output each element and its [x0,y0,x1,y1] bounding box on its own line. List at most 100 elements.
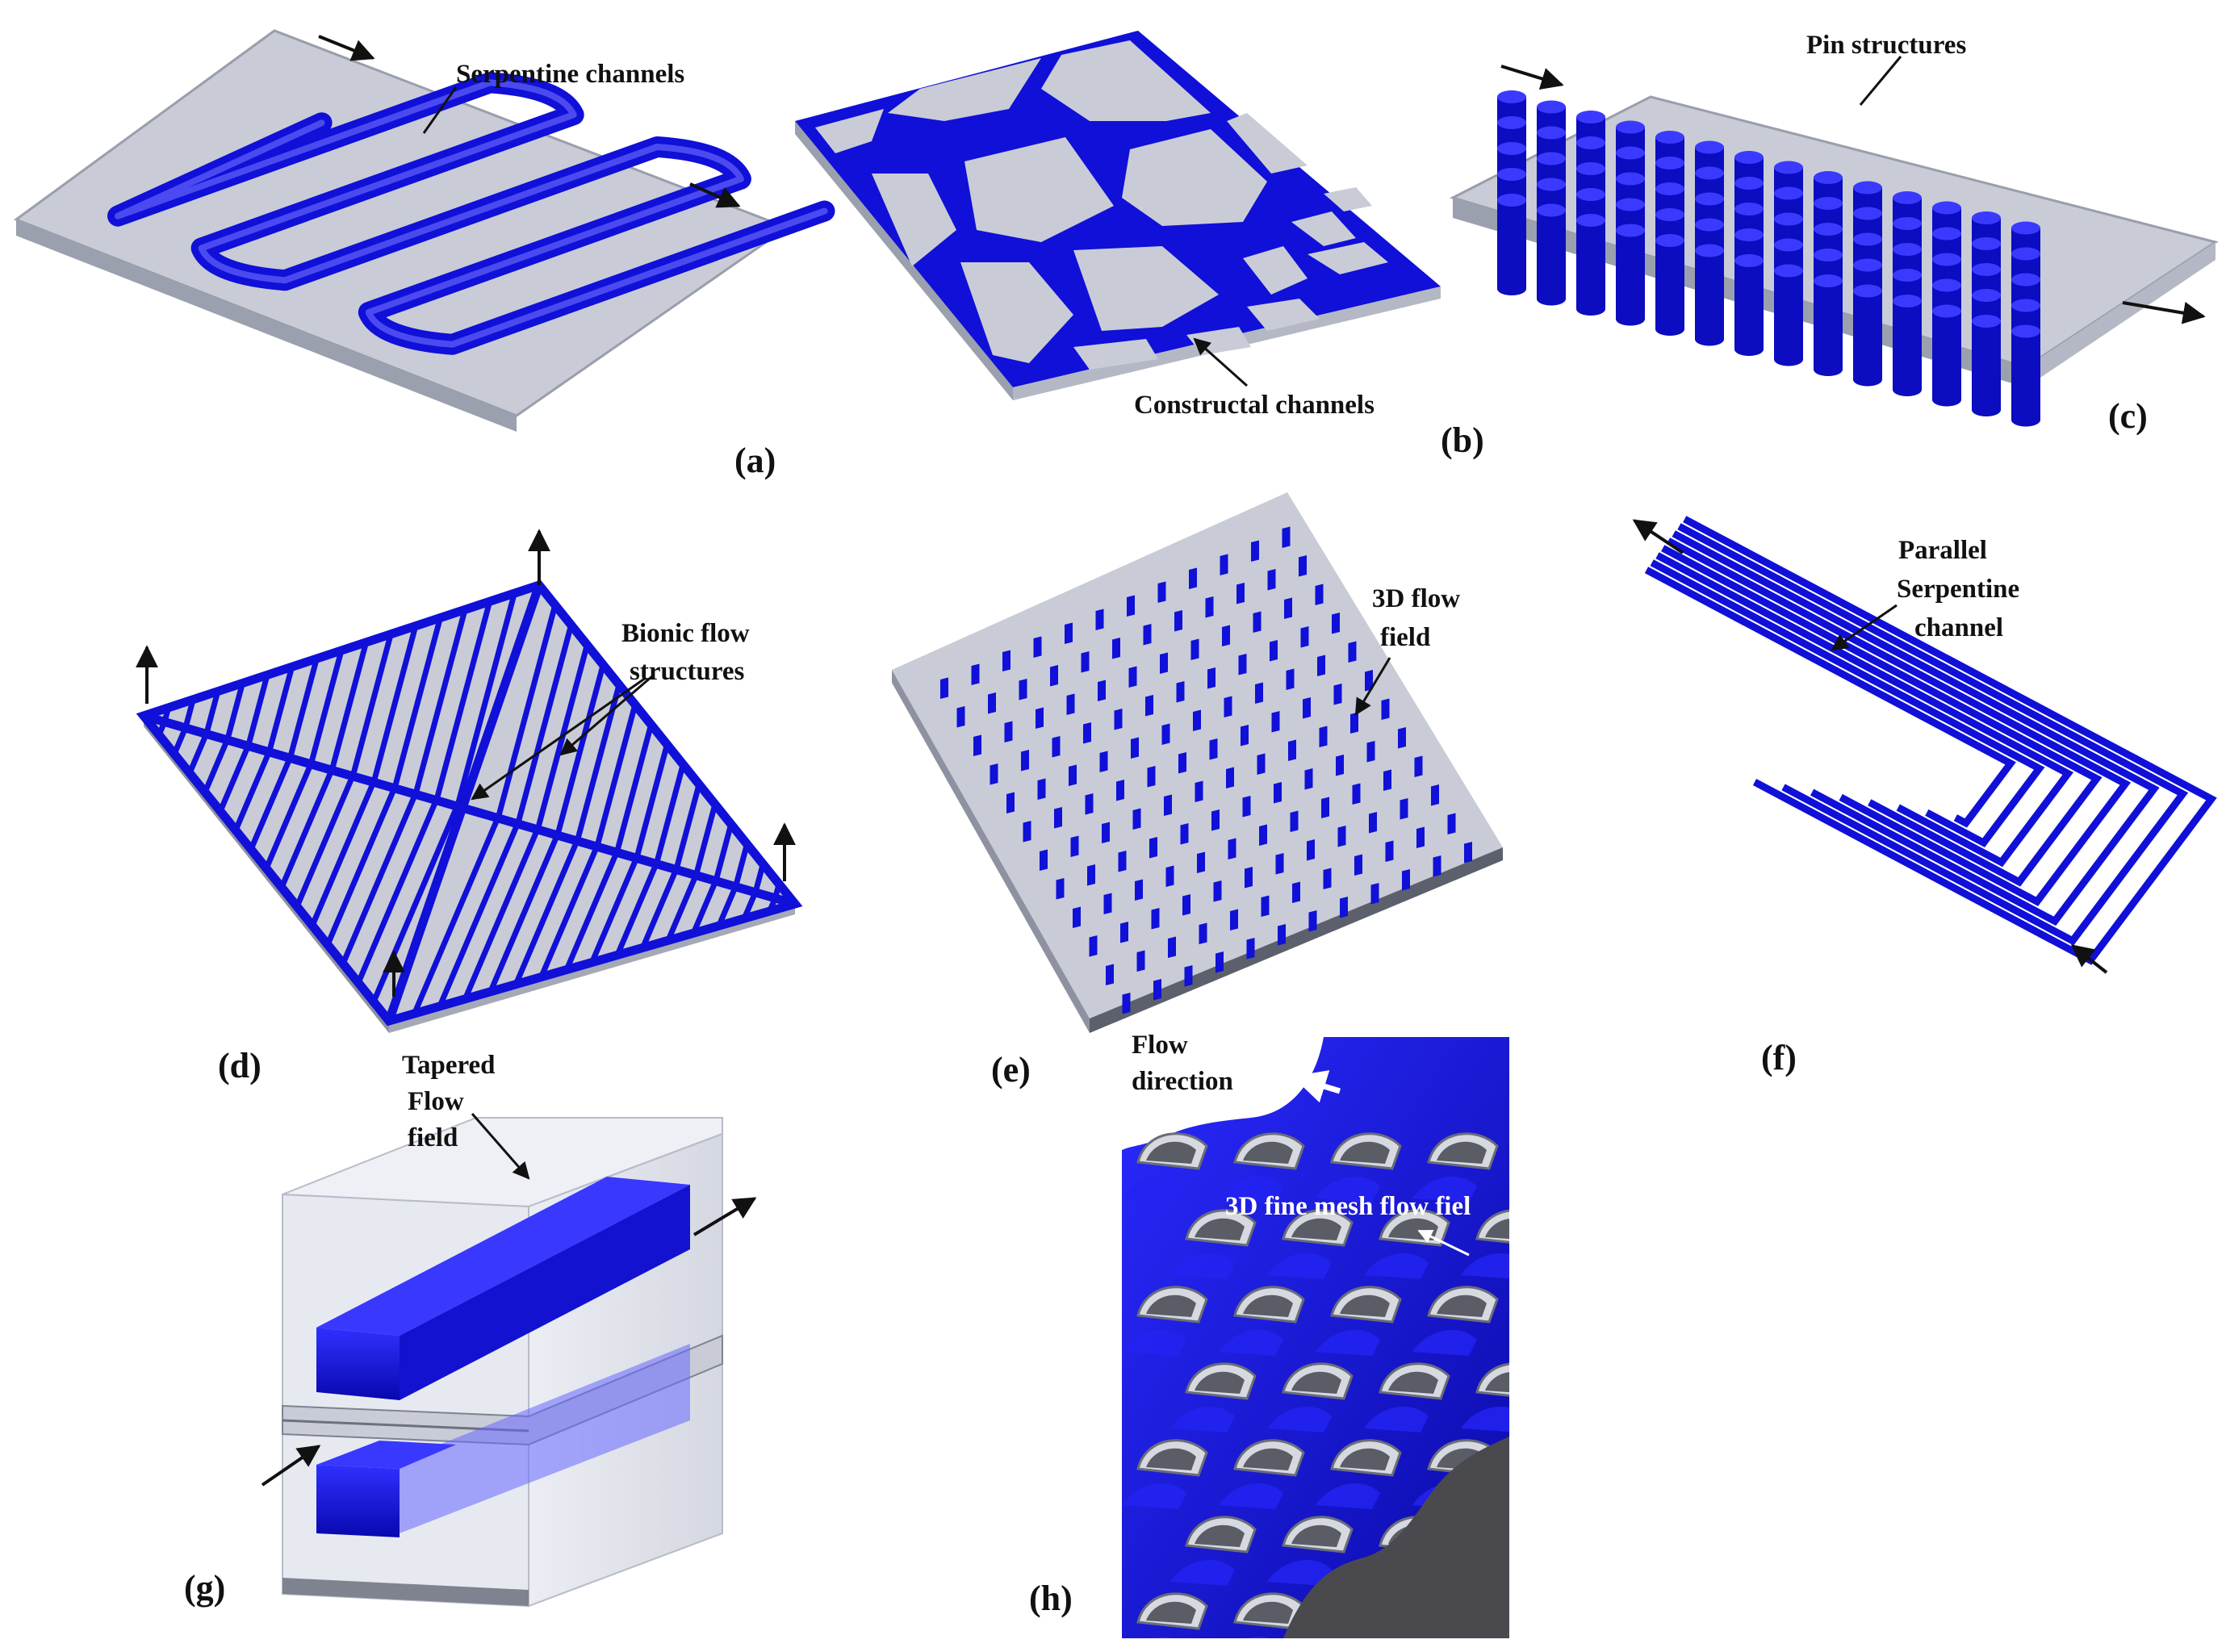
panel-h-mesh-hole-shadow [1146,1141,1196,1164]
panel-h-flow-arrow [1291,1070,1341,1103]
panel-c-pin-top [1537,203,1566,217]
panel-e-slot [1299,555,1307,577]
panel-c-pin-body [2011,331,2040,420]
panel-e-slot [1226,767,1234,789]
panel-g-lower-bar-top [316,1441,456,1469]
panel-g-box-bottom [282,1578,529,1606]
panel-d-stripe [640,867,680,949]
panel-c-pin-top [1497,142,1526,155]
panel-h-mesh-hole-shadow [1340,1141,1390,1164]
panel-d-stripe [665,873,699,942]
panel-c-pin-top [1616,172,1645,186]
panel-c-pin-top [1655,131,1684,144]
panel-e-slot [973,734,981,757]
panel-d-channels [156,592,782,1015]
panel-e-plate-edge [892,670,1090,1033]
panel-c-pin-top [1616,198,1645,211]
panel-h-mesh-ridge [1267,1407,1332,1432]
panel-e-slot [1284,597,1292,619]
panel-e-slot [1122,993,1131,1014]
panel-e-slot [1106,964,1114,986]
panel-c-pin-body [1616,230,1645,320]
panel-h-mesh-ridge [1364,1407,1429,1432]
panel-e-slot [1321,797,1329,818]
panel-h-mesh-hole-shadow [1195,1524,1245,1547]
panel-e-slot [1332,613,1340,634]
panel-c-pin-top [1576,188,1605,201]
panel-e-slot [956,706,965,728]
panel-e-slot [1300,626,1309,648]
panel-e-slot [1056,878,1065,900]
panel-h-mesh-hole-shadow [1243,1448,1293,1470]
panel-a-outlet-arrow [689,182,741,208]
panel-e-slot [1164,794,1172,816]
panel-h-mesh-hole-shadow [1388,1371,1438,1394]
panel-e-slot [1383,769,1391,792]
panel-e-slot [1189,567,1197,590]
panel-c-pin-top [1972,211,2001,224]
panel-e-slot [1400,798,1408,820]
panel-g-annotation-leader [471,1113,530,1180]
panel-a-annotation: Serpentine channels [456,60,684,89]
panel-f-channels [1644,516,2217,965]
panel-e-slot [1414,755,1423,778]
panel-f-channel [1672,530,2160,926]
panel-e-slot [1270,640,1278,662]
panel-h-mesh-ridge [1170,1253,1235,1279]
panel-c-pin-base [1576,303,1605,316]
panel-e-slot [1222,625,1230,647]
panel-e-slot [1019,679,1027,701]
panel-d-diagonal-2 [142,711,797,909]
panel-e-slot [1118,851,1127,872]
panel-e-slot [1205,596,1214,618]
panel-h-top-cutout [1122,1037,1324,1150]
panel-e-slot [1323,868,1332,889]
panel-e-slot [1365,670,1373,692]
panel-c-pin-top [1932,201,1961,215]
panel-c-pin-base [1972,404,2001,416]
panel-h-mesh-ridge [1219,1177,1283,1202]
panel-b-plate [795,31,1441,387]
panel-e-slot [1255,682,1263,705]
panel-h-mesh-ridge [1122,1483,1186,1509]
panel-c-pin-body [1576,220,1605,309]
panel-g-upper-bar-side [400,1185,690,1400]
panel-f-annotation-line2: Serpentine [1897,575,2019,604]
panel-e-slot [1288,739,1296,761]
panel-f-channel [1655,552,2074,868]
panel-c-pin-base [1537,292,1566,306]
panel-c-pin-top [1576,162,1605,175]
panel-c-pin-base [1814,363,1843,376]
panel-c-pin-body [1774,270,1803,360]
panel-a-channel [107,72,835,355]
panel-h-mesh-hole-shadow [1243,1141,1293,1164]
panel-c-pin-body [1814,281,1843,370]
panel-c-pin-top [1853,284,1882,298]
panel-e-slot [1114,709,1123,730]
panel-e-slot [1098,680,1106,702]
panel-e-slot [1253,611,1262,634]
panel-h-mesh-ridge [1461,1253,1509,1279]
panel-a-serpentine: Serpentine channels (a) [13,29,835,480]
panel-c-pin-body [1853,291,1882,380]
panel-e-slot [1149,837,1157,859]
panel-c-pin-top [1537,126,1566,140]
panel-g-annotation-line1: Tapered [402,1051,496,1080]
panel-c-pin-top [2011,273,2040,286]
panel-c-label: (c) [2108,396,2148,436]
panel-e-slot [1307,839,1315,861]
panel-e-slot [1050,665,1058,687]
panel-f-channel [1644,567,2016,828]
panel-d-stripe [654,763,686,864]
panel-e-slot [1464,842,1472,864]
panel-c-pin-top [1893,269,1922,282]
panel-e-slot [1197,851,1205,873]
panel-e-annotation-line1: 3D flow [1372,584,1460,613]
panel-d-plate [144,585,795,1021]
panel-c-pin-body [1972,321,2001,410]
panel-e-label: (e) [991,1050,1031,1089]
panel-d-stripe [563,850,621,971]
panel-c-pin-top [1537,100,1566,114]
panel-e-plate [892,492,1503,1018]
panel-c-pin-top [2011,324,2040,338]
